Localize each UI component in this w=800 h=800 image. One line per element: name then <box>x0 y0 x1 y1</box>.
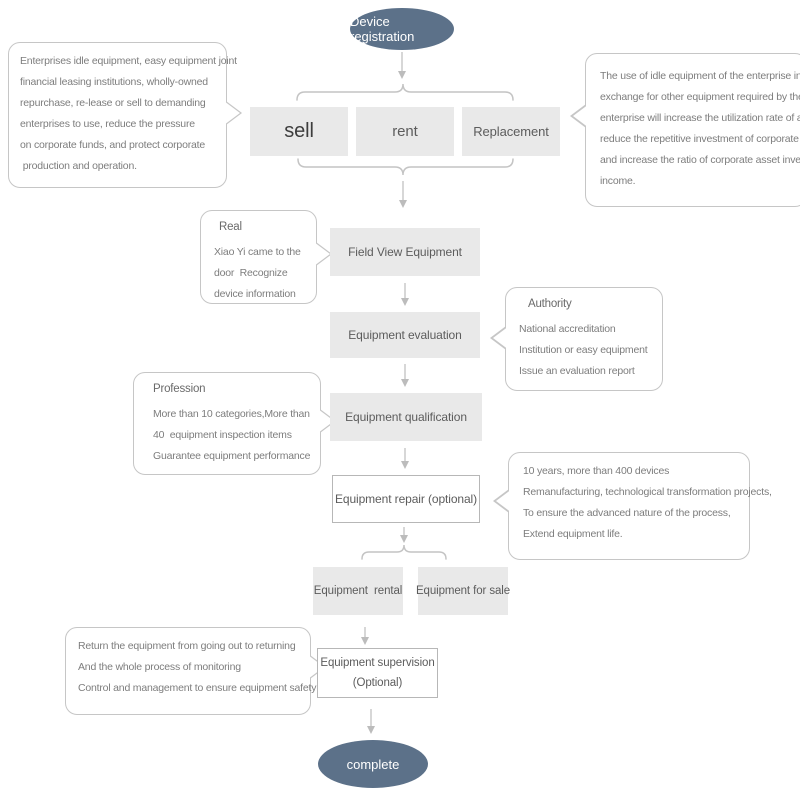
step-box-field-view-equipment: Field View Equipment <box>330 228 480 276</box>
callout-profession: Profession More than 10 categories,More … <box>133 372 336 475</box>
arrow-supervision-to-complete <box>367 709 375 734</box>
callout-title: Authority <box>528 298 572 310</box>
branch-box-replacement: Replacement <box>462 107 560 156</box>
end-node-complete: complete <box>318 740 428 788</box>
supervision-line2: (Optional) <box>352 677 403 689</box>
callout-line: and increase the ratio of corporate asse… <box>600 154 800 166</box>
callout-line: Institution or easy equipment <box>519 344 648 356</box>
step-box-equipment-supervision: Equipment supervision (Optional) <box>317 648 438 698</box>
brace-branch-top <box>296 83 514 101</box>
callout-line: Guarantee equipment performance <box>153 450 311 462</box>
callout-line: on corporate funds, and protect corporat… <box>20 139 206 151</box>
callout-line: reduce the repetitive investment of corp… <box>600 133 799 145</box>
callout-line: Remanufacturing, technological transform… <box>523 486 772 498</box>
callout-line: More than 10 categories,More than <box>153 408 310 420</box>
start-node-device-registration: Device registration <box>350 8 454 50</box>
step-box-equipment-rental: Equipment rental <box>313 567 403 615</box>
callout-line: financial leasing institutions, wholly-o… <box>20 76 208 88</box>
callout-line: The use of idle equipment of the enterpr… <box>600 70 800 82</box>
arrow-rental-to-supervision <box>361 627 369 645</box>
callout-line: device information <box>214 288 296 300</box>
callout-line: Issue an evaluation report <box>519 365 635 377</box>
callout-line: repurchase, re-lease or sell to demandin… <box>20 97 206 109</box>
supervision-line1: Equipment supervision <box>320 657 435 669</box>
callout-idle-equipment: Enterprises idle equipment, easy equipme… <box>8 42 242 188</box>
callout-line: National accreditation <box>519 323 616 335</box>
callout-repair-info: 10 years, more than 400 devices Remanufa… <box>493 452 772 560</box>
callout-line: Enterprises idle equipment, easy equipme… <box>20 55 237 67</box>
callout-line: Xiao Yi came to the <box>214 246 301 258</box>
callout-authority: Authority National accreditation Institu… <box>490 287 663 391</box>
callout-title: Profession <box>153 383 206 395</box>
callout-line: enterprise will increase the utilization… <box>600 112 800 124</box>
callout-line: To ensure the advanced nature of the pro… <box>523 507 731 519</box>
step-box-equipment-repair: Equipment repair (optional) <box>332 475 480 523</box>
callout-line: enterprises to use, reduce the pressure <box>20 118 195 130</box>
branch-box-rent: rent <box>356 107 454 156</box>
callout-line: door Recognize <box>214 267 288 279</box>
arrow-fieldview-to-evaluation <box>401 283 409 306</box>
callout-replacement-benefit: The use of idle equipment of the enterpr… <box>570 53 800 207</box>
callout-title: Real <box>219 221 242 233</box>
step-box-equipment-qualification: Equipment qualification <box>330 393 482 441</box>
arrow-evaluation-to-qualification <box>401 364 409 387</box>
arrow-repair-to-split <box>400 527 408 543</box>
callout-line: income. <box>600 175 636 187</box>
callout-line: Extend equipment life. <box>523 528 623 540</box>
step-box-equipment-evaluation: Equipment evaluation <box>330 312 480 358</box>
arrow-branch-to-fieldview <box>399 181 407 208</box>
branch-box-sell: sell <box>250 107 348 156</box>
callout-line: Control and management to ensure equipme… <box>78 682 317 694</box>
arrow-start-to-branch <box>398 52 406 79</box>
callout-line: production and operation. <box>20 160 137 172</box>
callout-line: 10 years, more than 400 devices <box>523 465 670 477</box>
step-box-equipment-for-sale: Equipment for sale <box>416 567 510 615</box>
callout-line: 40 equipment inspection items <box>153 429 292 441</box>
callout-real: Real Xiao Yi came to the door Recognize … <box>200 210 332 304</box>
callout-line: Return the equipment from going out to r… <box>78 640 296 652</box>
callout-supervision-info: Return the equipment from going out to r… <box>65 627 326 715</box>
callout-line: exchange for other equipment required by… <box>600 91 800 103</box>
arrow-qualification-to-repair <box>401 448 409 469</box>
brace-split <box>361 544 447 560</box>
brace-branch-bottom <box>297 158 514 176</box>
callout-line: And the whole process of monitoring <box>78 661 241 673</box>
